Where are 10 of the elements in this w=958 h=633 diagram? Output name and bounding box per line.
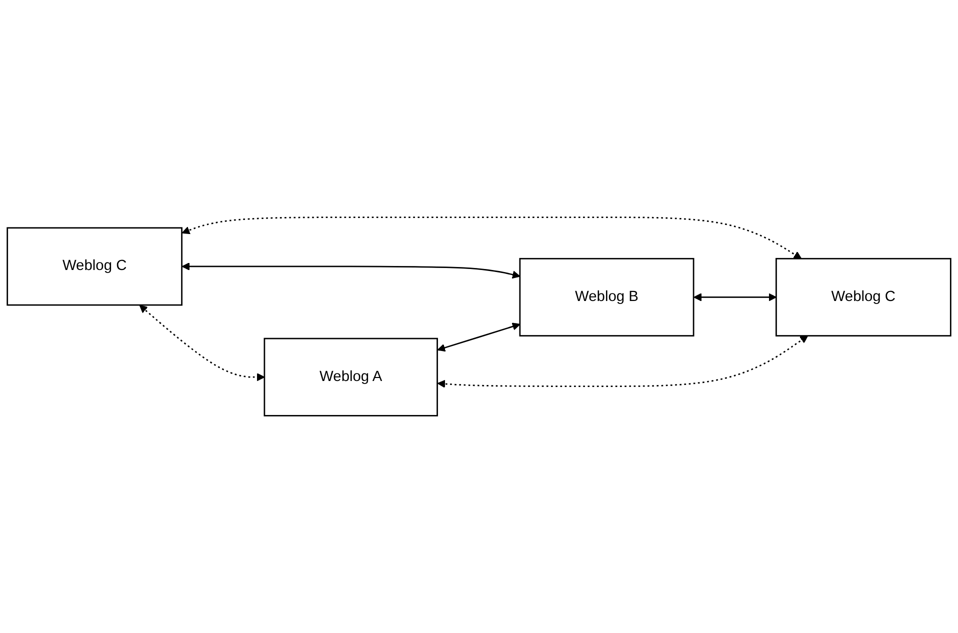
node-box: Weblog B xyxy=(519,258,694,336)
arrow xyxy=(437,335,808,388)
node-box: Weblog C xyxy=(776,258,952,336)
arrow xyxy=(437,322,520,352)
node-box: Weblog A xyxy=(264,338,438,416)
node-box: Weblog C xyxy=(6,227,182,306)
arrow xyxy=(694,293,777,302)
arrow xyxy=(139,304,265,382)
arrow xyxy=(182,216,802,260)
arrow xyxy=(182,262,520,279)
